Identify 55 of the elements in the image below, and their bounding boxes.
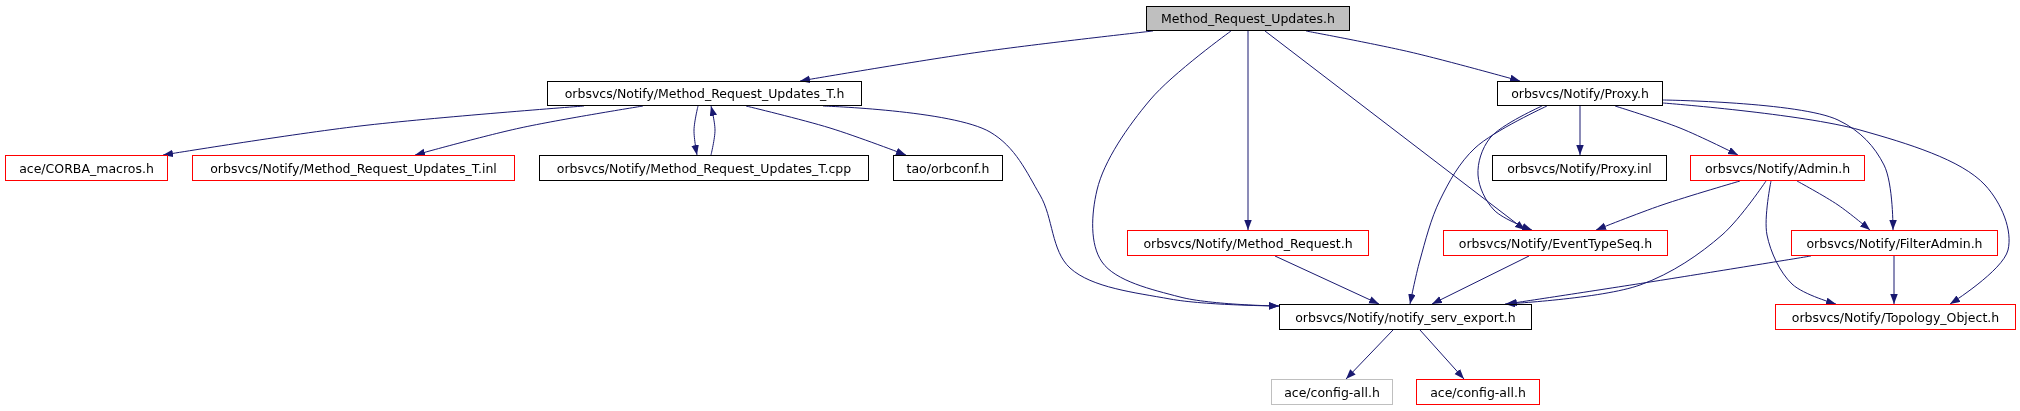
include-arrow <box>1419 329 1465 380</box>
include-arrow <box>1614 105 1739 156</box>
file-name: orbsvcs/Notify/EventTypeSeq.h <box>1458 235 1653 251</box>
file-name: orbsvcs/Notify/notify_serv_export.h <box>1295 309 1516 325</box>
include-arrow <box>1345 329 1394 380</box>
include-arrow <box>1431 255 1530 305</box>
include-arrow <box>1595 180 1741 231</box>
file-name: orbsvcs/Notify/Admin.h <box>1704 160 1851 176</box>
include-arrow <box>691 105 699 156</box>
header-file-node <box>1146 6 1350 31</box>
header-file-node <box>1497 81 1663 106</box>
header-file-node <box>893 155 1003 181</box>
header-file-node <box>1690 155 1865 181</box>
include-arrow <box>1662 102 2010 305</box>
file-name: orbsvcs/Notify/Method_Request.h <box>1143 235 1353 251</box>
include-arrow <box>1765 180 1837 305</box>
file-name: orbsvcs/Notify/Proxy.inl <box>1507 160 1652 176</box>
include-arrow <box>162 105 585 158</box>
include-arrow <box>1504 180 1767 308</box>
include-arrow <box>745 105 907 156</box>
include-arrow <box>1274 255 1380 305</box>
file-name: tao/orbconf.h <box>906 160 990 176</box>
include-arrow <box>1576 105 1584 156</box>
file-name: ace/config-all.h <box>1284 384 1380 400</box>
file-name: ace/CORBA_macros.h <box>19 160 154 176</box>
include-arrow <box>1890 255 1898 305</box>
include-arrow <box>1244 30 1252 231</box>
file-name: orbsvcs/Notify/FilterAdmin.h <box>1806 235 1983 251</box>
header-file-node <box>1271 379 1393 405</box>
file-name: orbsvcs/Notify/Topology_Object.h <box>1791 309 2000 325</box>
file-name: ace/config-all.h <box>1430 384 1526 400</box>
header-file-node <box>5 155 168 181</box>
file-name: orbsvcs/Notify/Method_Request_Updates_T.h <box>564 86 845 101</box>
include-arrow <box>709 105 718 156</box>
header-file-node <box>1775 304 2016 330</box>
header-file-node <box>1279 304 1532 330</box>
include-arrow <box>1477 105 1543 231</box>
header-file-node <box>539 155 869 181</box>
file-name: orbsvcs/Notify/Method_Request_Updates_T.cpp <box>556 160 852 176</box>
include-arrow <box>822 105 1280 310</box>
file-name: orbsvcs/Notify/Method_Request_Updates_T.inl <box>210 160 497 176</box>
header-file-node <box>1127 230 1369 256</box>
include-arrow <box>1662 99 1897 231</box>
file-name: orbsvcs/Notify/Proxy.h <box>1511 86 1649 101</box>
header-file-node <box>1443 230 1668 256</box>
header-file-node <box>1791 230 1998 256</box>
include-arrow <box>1506 255 1812 307</box>
include-arrow <box>414 105 644 156</box>
include-arrow <box>1408 105 1548 305</box>
header-file-node <box>192 155 515 181</box>
header-file-node <box>547 81 862 106</box>
include-arrow <box>1796 180 1871 231</box>
header-file-node <box>1416 379 1540 405</box>
header-file-node <box>1492 155 1667 181</box>
file-name: Method_Request_Updates.h <box>1161 11 1335 26</box>
